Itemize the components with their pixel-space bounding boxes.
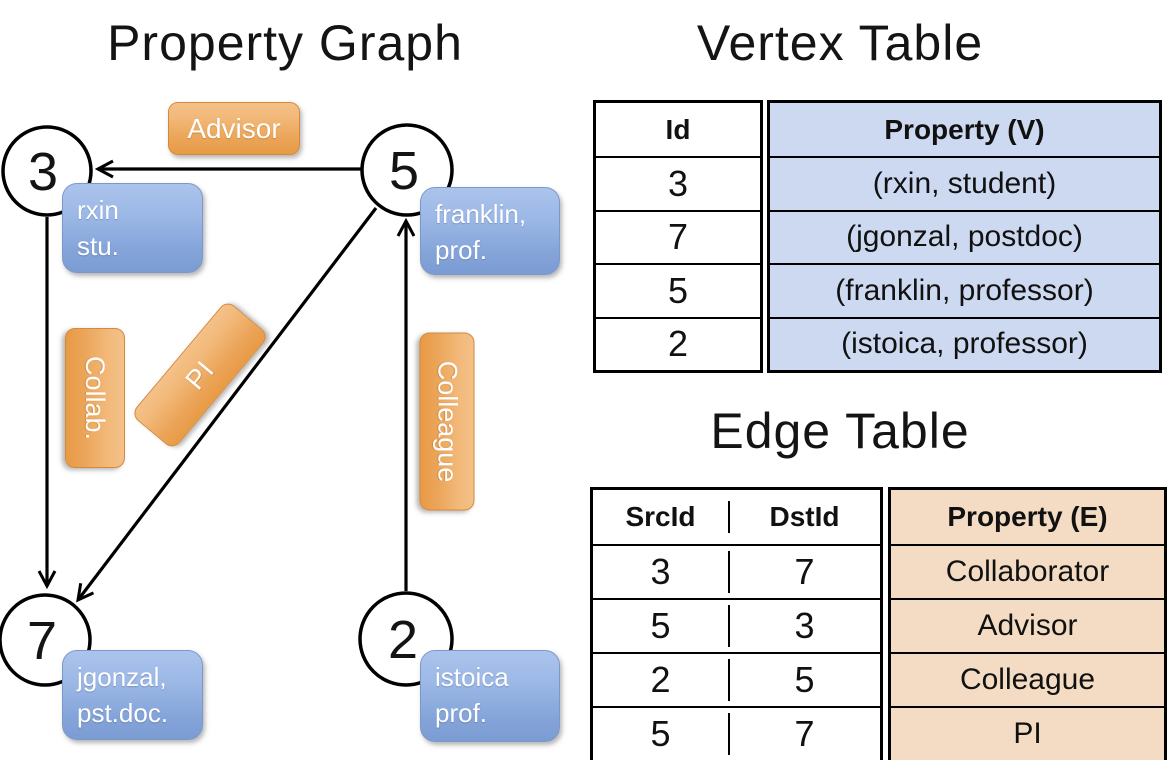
vertex-property-box-3: rxin stu. bbox=[62, 183, 203, 273]
edge-table-header-srcid: SrcId bbox=[625, 501, 696, 532]
vertex-table-header-id: Id bbox=[665, 113, 691, 145]
edge-table-title: Edge Table bbox=[710, 403, 970, 459]
vertex-property-line: jgonzal, bbox=[77, 662, 167, 692]
edge-pi-5-to-7 bbox=[78, 207, 378, 600]
vertex-id-5: 5 bbox=[389, 141, 419, 201]
vertex-property-line: stu. bbox=[77, 231, 119, 261]
table-cell: 2 bbox=[596, 316, 760, 370]
table-cell: 3 bbox=[596, 156, 760, 209]
edge-table-header-property: Property (E) bbox=[891, 490, 1164, 544]
vertex-property-line: prof. bbox=[435, 235, 488, 265]
table-cell: (istoica, professor) bbox=[770, 316, 1159, 370]
table-cell: 5 bbox=[650, 605, 671, 646]
vertex-id-3: 3 bbox=[28, 142, 58, 202]
table-cell: 5 bbox=[650, 713, 671, 754]
edge-label-collab: Collab. bbox=[65, 328, 125, 468]
vertex-property-line: rxin bbox=[77, 195, 119, 225]
edge-table-header-dstid: DstId bbox=[727, 501, 880, 533]
edge-label-advisor: Advisor bbox=[168, 102, 300, 155]
vertex-table-id-column: Id 3 7 5 2 bbox=[593, 100, 763, 373]
vertex-property-line: prof. bbox=[435, 698, 488, 728]
vertex-property-line: franklin, bbox=[435, 199, 527, 229]
table-cell: 3 bbox=[650, 551, 671, 592]
vertex-table-property-column: Property (V) (rxin, student) (jgonzal, p… bbox=[767, 100, 1162, 373]
table-cell: 7 bbox=[727, 713, 880, 755]
table-cell: 7 bbox=[596, 209, 760, 263]
table-cell: 2 bbox=[650, 659, 671, 700]
table-cell: Advisor bbox=[891, 598, 1164, 652]
table-cell: 5 bbox=[727, 659, 880, 701]
table-cell: 3 bbox=[727, 605, 880, 647]
vertex-property-box-2: istoica prof. bbox=[420, 650, 560, 742]
edge-table-id-columns: SrcId DstId 3 7 5 3 2 5 5 7 bbox=[590, 487, 883, 760]
table-cell: (jgonzal, postdoc) bbox=[770, 209, 1159, 264]
table-cell: 7 bbox=[727, 551, 880, 593]
vertex-property-box-7: jgonzal, pst.doc. bbox=[62, 650, 203, 740]
table-cell: Collaborator bbox=[891, 544, 1164, 598]
vertex-property-box-5: franklin, prof. bbox=[420, 187, 560, 275]
vertex-property-line: pst.doc. bbox=[77, 698, 169, 728]
table-cell: PI bbox=[891, 706, 1164, 760]
vertex-table-header-property: Property (V) bbox=[770, 103, 1159, 157]
vertex-property-line: istoica bbox=[435, 662, 509, 692]
vertex-id-2: 2 bbox=[388, 610, 418, 670]
table-cell: 5 bbox=[596, 263, 760, 316]
graph-canvas: 3 5 7 2 bbox=[0, 123, 454, 687]
table-cell: (franklin, professor) bbox=[770, 263, 1159, 317]
edge-label-colleague: Colleague bbox=[419, 332, 475, 511]
graph-title: Property Graph bbox=[107, 15, 463, 71]
vertex-table-title: Vertex Table bbox=[696, 15, 984, 71]
table-cell: Colleague bbox=[891, 652, 1164, 706]
edge-table-property-column: Property (E) Collaborator Advisor Collea… bbox=[888, 487, 1167, 760]
vertex-id-7: 7 bbox=[27, 611, 57, 671]
table-cell: (rxin, student) bbox=[770, 156, 1159, 210]
